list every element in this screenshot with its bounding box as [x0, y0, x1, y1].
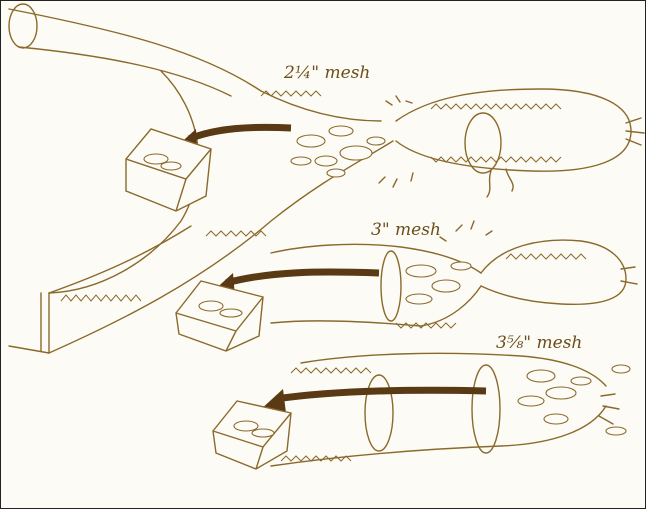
mesh-label-bottom: 3⅝" mesh	[496, 333, 582, 353]
mesh-label-middle: 3" mesh	[371, 220, 441, 240]
main-trawl-net	[9, 4, 644, 353]
catch-box-top	[126, 129, 211, 211]
bottom-trawl-net	[271, 353, 630, 466]
cod-end-middle	[481, 240, 626, 304]
mesh-label-top: 2¼" mesh	[283, 63, 370, 83]
catch-box-middle	[176, 281, 263, 351]
net-mouth-top	[9, 4, 37, 48]
transfer-arrow-bottom	[259, 389, 486, 413]
net-mouth-bottom	[41, 293, 49, 353]
catch-box-bottom	[213, 401, 291, 469]
